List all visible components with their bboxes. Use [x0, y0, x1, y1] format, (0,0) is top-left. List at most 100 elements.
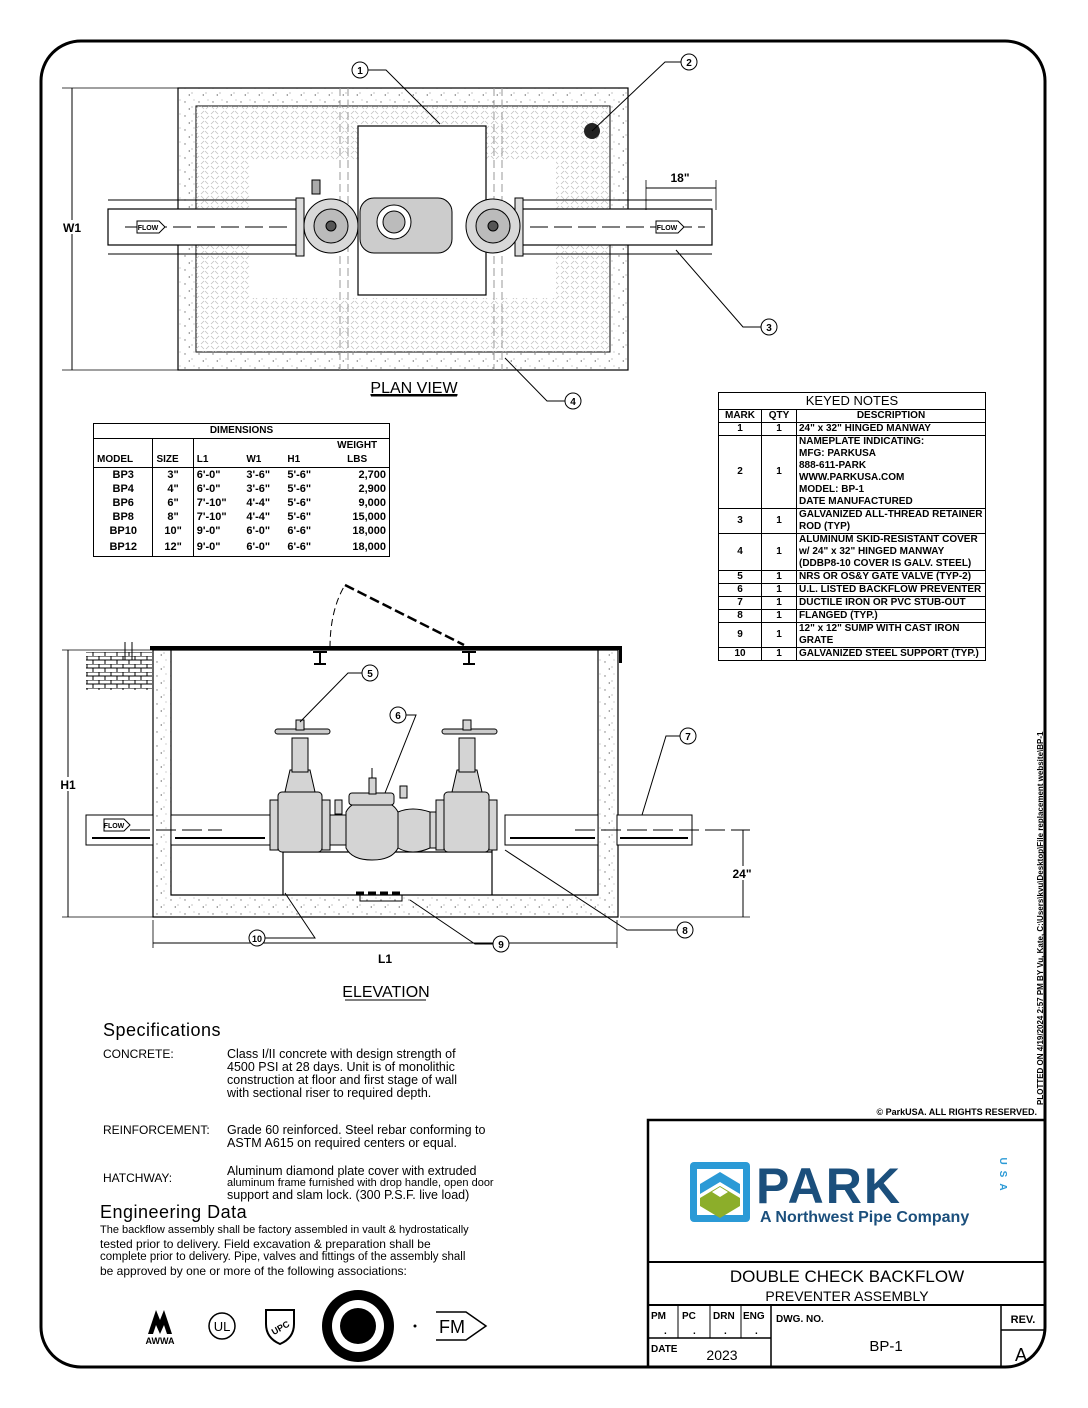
copyright-text: © ParkUSA. ALL RIGHTS RESERVED.: [876, 1107, 1037, 1117]
dimensions-cell: 3'-6": [246, 469, 271, 481]
note-description: NRS OR OS&Y GATE VALVE (TYP-2): [796, 570, 986, 584]
note-line: 888-611-PARK: [799, 460, 867, 471]
note-mark: 8: [718, 609, 762, 623]
svg-text:8: 8: [682, 926, 688, 937]
svg-text:FLOW: FLOW: [657, 225, 678, 232]
elevation-title: ELEVATION: [342, 984, 429, 1001]
note-mark: 5: [718, 570, 762, 584]
dimensions-cell: 5'-6": [287, 469, 312, 481]
dimensions-cell: 2,700: [358, 469, 386, 481]
note-description: 24" x 32" HINGED MANWAY: [796, 422, 986, 436]
note-line: MFG: PARKUSA: [799, 448, 877, 459]
note-line: WWW.PARKUSA.COM: [799, 472, 905, 483]
dimensions-cell: 6'-6": [287, 540, 312, 553]
callout-6: 6: [389, 706, 407, 724]
note-line: FLANGED (TYP.): [799, 610, 878, 621]
ul-logo: UL: [208, 1312, 236, 1340]
note-qty: 1: [761, 533, 797, 571]
dimensions-cell: BP10: [109, 525, 137, 537]
callout-9: 9: [492, 935, 510, 953]
note-mark: 9: [718, 622, 762, 648]
elevation-view: FLOW: [58, 583, 756, 1001]
date-label: DATE: [651, 1344, 678, 1355]
svg-text:3: 3: [766, 323, 772, 334]
svg-text:9: 9: [498, 940, 504, 951]
svg-text:FLOW: FLOW: [104, 823, 125, 830]
w1-label: W1: [63, 221, 81, 235]
drawing-title-line1: DOUBLE CHECK BACKFLOW: [730, 1267, 964, 1286]
vault-lid: [150, 646, 622, 650]
fm-logo: FM: [436, 1311, 488, 1341]
note-mark: 6: [718, 583, 762, 597]
logo-tagline: A Northwest Pipe Company: [760, 1209, 969, 1226]
pc-label: PC: [682, 1311, 696, 1322]
dimensions-cell: BP8: [112, 511, 134, 523]
svg-text:UPC: UPC: [270, 1319, 292, 1337]
specifications-title: Specifications: [103, 1020, 222, 1040]
pm-value: .: [664, 1326, 667, 1337]
spec-text-reinforcement: Grade 60 reinforced. Steel rebar conform…: [227, 1123, 486, 1150]
note-qty: 1: [761, 609, 797, 623]
dimensions-cell: BP6: [112, 497, 134, 509]
callout-10: 10: [248, 929, 266, 947]
note-line: U.L. LISTED BACKFLOW PREVENTER: [799, 584, 982, 595]
plan-view-title: PLAN VIEW: [370, 380, 458, 397]
plan-valve-assembly: [295, 179, 524, 257]
svg-text:2: 2: [686, 58, 692, 69]
note-qty: 1: [761, 570, 797, 584]
note-line: w/ 24" x 32" HINGED MANWAY: [799, 546, 945, 557]
keyed-notes-title: KEYED NOTES: [718, 392, 986, 410]
note-description: DUCTILE IRON OR PVC STUB-OUT: [796, 596, 986, 610]
note-mark: 4: [718, 533, 762, 571]
engineering-data-text: The backflow assembly shall be factory a…: [100, 1224, 469, 1278]
note-line: DUCTILE IRON OR PVC STUB-OUT: [799, 597, 966, 608]
note-line: DATE MANUFACTURED: [799, 496, 913, 507]
dimensions-cell: 6'-0": [192, 467, 244, 482]
note-qty: 1: [761, 508, 797, 534]
callout-8: 8: [676, 921, 694, 939]
callout-4: 4: [564, 392, 582, 410]
logo-word: PARK: [756, 1158, 902, 1214]
col-w1: W1: [243, 438, 285, 468]
note-line: 12" x 12" SUMP WITH CAST IRON: [799, 623, 960, 634]
eng-value: .: [755, 1326, 758, 1337]
pm-label: PM: [651, 1311, 666, 1322]
svg-text:AWWA: AWWA: [146, 1336, 175, 1346]
note-mark: 1: [718, 422, 762, 436]
note-line: (DDBP8-10 COVER IS GALV. STEEL): [799, 558, 972, 569]
col-model: MODEL: [93, 438, 153, 468]
spec-text-concrete: Class I/II concrete with design strength…: [227, 1047, 457, 1100]
dimensions-cell: 4": [152, 482, 194, 496]
svg-text:FM: FM: [439, 1317, 465, 1337]
dimensions-cell: 6'-0": [192, 482, 244, 496]
dimensions-title: DIMENSIONS: [93, 423, 390, 439]
note-line: GRATE: [799, 635, 834, 646]
callout-1: 1: [351, 61, 369, 79]
spec-label-hatchway: HATCHWAY:: [103, 1171, 173, 1185]
spec-label-concrete: CONCRETE:: [103, 1047, 174, 1061]
upc-logo: UPC: [265, 1309, 295, 1346]
dwg-no-value: BP-1: [869, 1338, 902, 1355]
note-description: U.L. LISTED BACKFLOW PREVENTER: [796, 583, 986, 597]
dimensions-cell: 2,900: [358, 483, 386, 495]
note-mark: 7: [718, 596, 762, 610]
dimensions-cell: 8": [152, 510, 194, 524]
svg-text:UL: UL: [214, 1319, 231, 1334]
note-line: NAMEPLATE INDICATING:: [799, 436, 925, 447]
note-mark: 2: [718, 435, 762, 509]
dimensions-cell: 9'-0": [192, 538, 244, 556]
drawing-title-line2: PREVENTER ASSEMBLY: [765, 1288, 929, 1304]
dimensions-cell: 10": [152, 524, 194, 538]
dimensions-cell: 4'-4": [246, 511, 271, 523]
drn-label: DRN: [713, 1311, 735, 1322]
